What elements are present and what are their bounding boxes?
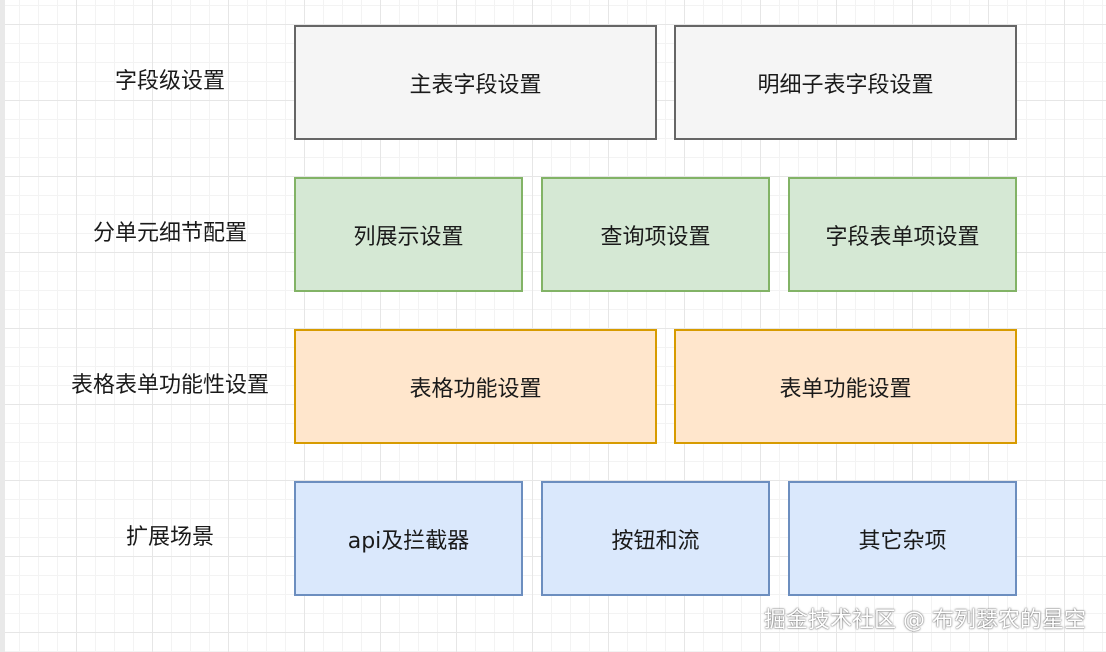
box-main-table-field-settings[interactable]: 主表字段设置: [294, 25, 657, 140]
row-label-unit-detail-config: 分单元细节配置: [92, 221, 247, 246]
canvas-left-edge: [0, 0, 5, 652]
box-buttons-and-flow[interactable]: 按钮和流: [541, 481, 770, 596]
row-label-table-form-function-settings: 表格表单功能性设置: [70, 373, 269, 398]
watermark-text: 掘金技术社区 @ 布列瑟农的星空: [764, 608, 1086, 633]
box-other-misc[interactable]: 其它杂项: [788, 481, 1017, 596]
box-field-form-item-settings[interactable]: 字段表单项设置: [788, 177, 1017, 292]
box-detail-subtable-field-settings[interactable]: 明细子表字段设置: [674, 25, 1017, 140]
box-table-function-settings[interactable]: 表格功能设置: [294, 329, 657, 444]
row-label-extension-scenarios: 扩展场景: [125, 525, 214, 550]
box-form-function-settings[interactable]: 表单功能设置: [674, 329, 1017, 444]
box-column-display-settings[interactable]: 列展示设置: [294, 177, 523, 292]
row-label-field-settings: 字段级设置: [114, 69, 225, 94]
box-api-and-interceptors[interactable]: api及拦截器: [294, 481, 523, 596]
box-query-item-settings[interactable]: 查询项设置: [541, 177, 770, 292]
